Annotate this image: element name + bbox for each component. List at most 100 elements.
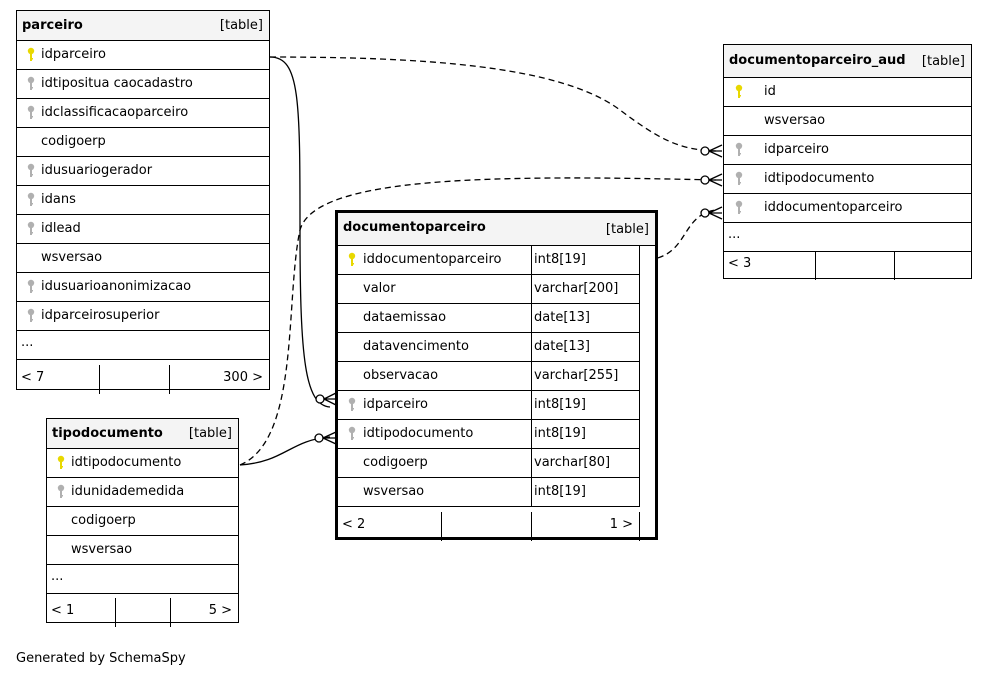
foreign-key-icon: [347, 426, 357, 442]
table-documentoparceiro[interactable]: documentoparceiro [table] iddocumentopar…: [335, 210, 658, 541]
more-columns-row: ...: [47, 565, 238, 594]
column-row[interactable]: codigoerp: [17, 128, 269, 157]
crowfoot-marker: [323, 392, 337, 406]
column-type: date[13]: [534, 339, 590, 354]
column-list: iddocumentoparceiro int8[19] valor varchar[…: [338, 246, 640, 507]
column-type: date[13]: [534, 310, 590, 325]
column-row[interactable]: idparceiro int8[19]: [338, 391, 639, 420]
parent-count[interactable]: < 3: [728, 256, 752, 271]
column-row[interactable]: idtipodocumento: [724, 165, 971, 194]
parent-count[interactable]: < 7: [21, 370, 45, 385]
column-name: wsversao: [363, 484, 425, 499]
optional-marker: [700, 175, 710, 185]
column-type: int8[19]: [534, 397, 586, 412]
column-name: idans: [41, 192, 76, 207]
table-name: tipodocumento: [52, 426, 163, 441]
column-row[interactable]: valor varchar[200]: [338, 275, 639, 304]
table-type-label: [table]: [219, 18, 263, 33]
column-list: id wsversao idparceiro idtipodocumento iddoc…: [724, 78, 971, 223]
table-footer: < 7 300 >: [17, 365, 269, 394]
column-row[interactable]: idparceiro: [17, 41, 269, 70]
column-row[interactable]: idusuariogerador: [17, 157, 269, 186]
table-name: parceiro: [22, 18, 83, 33]
column-row[interactable]: idparceirosuperior: [17, 302, 269, 331]
foreign-key-icon: [26, 76, 36, 92]
column-name: idclassificacaoparceiro: [41, 105, 189, 120]
foreign-key-icon: [56, 484, 66, 500]
column-row[interactable]: idparceiro: [724, 136, 971, 165]
column-name: idparceiro: [764, 142, 829, 157]
column-name: codigoerp: [41, 134, 106, 149]
table-tipodocumento[interactable]: tipodocumento [table] idtipodocumento idu…: [46, 418, 239, 627]
column-row[interactable]: idlead: [17, 215, 269, 244]
column-row[interactable]: idans: [17, 186, 269, 215]
table-header: parceiro [table]: [17, 11, 269, 41]
more-columns-ellipsis: ...: [51, 569, 64, 584]
column-row[interactable]: datavencimento date[13]: [338, 333, 639, 362]
primary-key-icon: [347, 252, 357, 268]
crowfoot-marker: [708, 144, 723, 158]
column-name: wsversao: [764, 113, 826, 128]
crowfoot-marker: [708, 206, 723, 220]
column-row[interactable]: idtipodocumento: [47, 449, 238, 478]
more-columns-row: ...: [17, 331, 269, 360]
column-type: int8[19]: [534, 426, 586, 441]
parent-count[interactable]: < 1: [51, 603, 75, 618]
column-row[interactable]: id: [724, 78, 971, 107]
table-header: tipodocumento [table]: [47, 419, 238, 449]
column-type: varchar[80]: [534, 455, 611, 470]
child-count[interactable]: 5 >: [208, 603, 232, 618]
foreign-key-icon: [26, 221, 36, 237]
column-row[interactable]: wsversao: [47, 536, 238, 565]
column-name: idlead: [41, 221, 81, 236]
column-name: idparceirosuperior: [41, 308, 160, 323]
column-row[interactable]: idtipodocumento int8[19]: [338, 420, 639, 449]
column-name: idtipodocumento: [363, 426, 474, 441]
table-name: documentoparceiro: [343, 220, 486, 235]
column-row[interactable]: idtipositua caocadastro: [17, 70, 269, 99]
column-name: idtipodocumento: [71, 455, 182, 470]
column-row[interactable]: idusuarioanonimizacao: [17, 273, 269, 302]
child-count[interactable]: 1 >: [609, 517, 633, 532]
column-type: int8[19]: [534, 484, 586, 499]
parent-count[interactable]: < 2: [342, 517, 366, 532]
column-name: iddocumentoparceiro: [764, 200, 903, 215]
column-type: varchar[200]: [534, 281, 619, 296]
child-count[interactable]: 300 >: [223, 370, 263, 385]
column-name: iddocumentoparceiro: [363, 252, 502, 267]
foreign-key-icon: [347, 397, 357, 413]
column-row[interactable]: iddocumentoparceiro: [724, 194, 971, 223]
crowfoot-marker: [322, 431, 337, 445]
column-row[interactable]: idunidademedida: [47, 478, 238, 507]
column-name: observacao: [363, 368, 439, 383]
column-type: int8[19]: [534, 252, 586, 267]
column-row[interactable]: wsversao: [724, 107, 971, 136]
table-documentoparceiro-aud[interactable]: documentoparceiro_aud [table] id wsversao…: [723, 44, 972, 280]
column-name: idparceiro: [363, 397, 428, 412]
column-row[interactable]: iddocumentoparceiro int8[19]: [338, 246, 639, 275]
column-row[interactable]: codigoerp: [47, 507, 238, 536]
foreign-key-icon: [26, 163, 36, 179]
optional-marker: [700, 208, 710, 218]
column-name: valor: [363, 281, 396, 296]
table-header: documentoparceiro_aud [table]: [724, 45, 971, 78]
generated-by-label: Generated by SchemaSpy: [16, 651, 186, 666]
foreign-key-icon: [26, 105, 36, 121]
column-row[interactable]: codigoerp varchar[80]: [338, 449, 639, 478]
column-row[interactable]: idclassificacaoparceiro: [17, 99, 269, 128]
column-name: idunidademedida: [71, 484, 185, 499]
column-name: wsversao: [41, 250, 103, 265]
column-row[interactable]: wsversao int8[19]: [338, 478, 639, 507]
foreign-key-icon: [26, 192, 36, 208]
edge-parceiro-aud: [269, 56, 717, 152]
foreign-key-icon: [734, 171, 744, 187]
column-name: codigoerp: [363, 455, 428, 470]
column-row[interactable]: wsversao: [17, 244, 269, 273]
column-name: datavencimento: [363, 339, 469, 354]
edge-parceiro-documentoparceiro: [269, 56, 331, 408]
